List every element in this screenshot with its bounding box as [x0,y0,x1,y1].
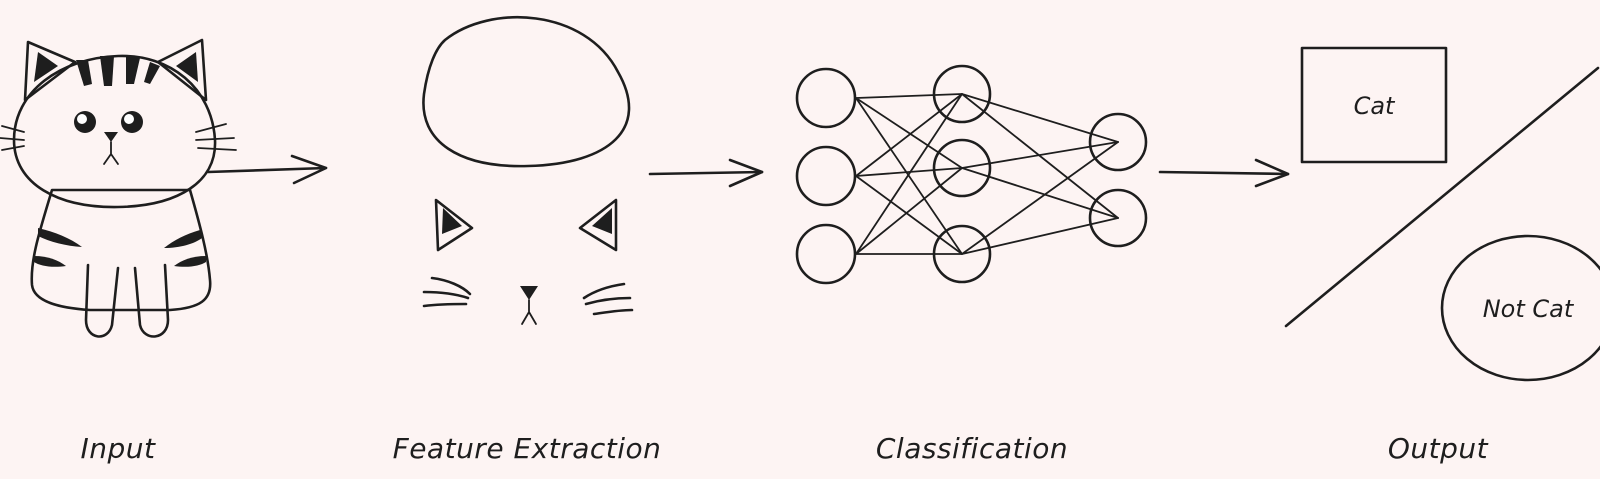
arrow-input-to-features [206,154,328,185]
output-divider-line [1284,66,1600,328]
output-node-not-cat [1088,188,1148,248]
hidden-node [932,138,992,198]
cat-head [12,54,217,209]
feature-right-ear [578,198,618,252]
not-cat-output-ellipse [1440,234,1600,382]
feature-head-shape [422,15,631,168]
output-node-cat [1088,112,1148,172]
not-cat-output-label: Not Cat [1483,295,1575,323]
cat-left-ear [23,40,77,102]
input-node [795,145,857,207]
cat-head-stripe [76,60,92,86]
cat-stripe [34,256,66,267]
cat-body [30,188,212,312]
network-connections [855,93,1119,255]
cat-illustration [0,38,237,338]
feature-nose [520,286,538,300]
cat-nose [104,132,118,142]
cat-left-leg [84,263,120,338]
label-feature-extraction: Feature Extraction [393,432,662,465]
cat-head-stripe [100,56,114,86]
neural-network [795,64,1148,285]
cat-right-leg [133,263,170,338]
arrow-classification-to-output [1158,158,1290,188]
input-node [795,67,857,129]
feature-extraction-parts [422,15,634,325]
cat-output-label: Cat [1354,92,1396,120]
cat-head-stripe [126,56,140,84]
cat-stripe [164,230,202,248]
hidden-node [932,64,992,124]
feature-left-ear [434,198,474,252]
cat-right-ear [156,38,208,102]
label-output: Output [1388,432,1489,465]
cat-left-ear-inner [34,52,58,82]
input-node [795,223,857,285]
cat-right-ear-inner [176,52,198,82]
feature-whiskers-right [582,282,634,316]
hidden-node [932,224,992,284]
label-input: Input [80,432,156,465]
cat-whiskers [0,123,237,151]
label-classification: Classification [876,432,1068,465]
cat-output-box [1300,46,1448,164]
cat-stripe [38,228,82,247]
feature-whiskers-left [422,276,472,308]
output-section: Cat Not Cat [1284,46,1600,382]
arrow-features-to-classification [648,158,764,188]
cat-head-stripe [144,62,160,84]
cat-stripe [174,256,206,267]
